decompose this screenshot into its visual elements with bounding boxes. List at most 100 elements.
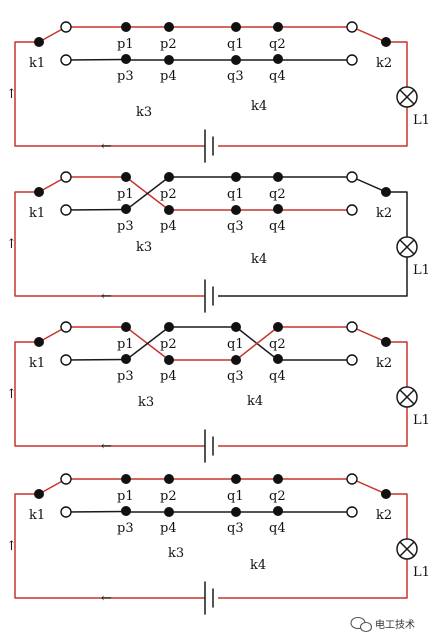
q2-label: q2	[269, 337, 286, 352]
q2-node	[273, 22, 283, 32]
p1-label: p1	[117, 37, 134, 52]
k3-cross-b	[125, 176, 170, 211]
k2-bottom-contact	[346, 506, 358, 518]
p1-label: p1	[117, 489, 134, 504]
k2-pivot-node	[381, 489, 391, 499]
p3-node	[121, 506, 131, 516]
q3-node	[231, 507, 241, 517]
lamp-cross-b	[399, 89, 415, 105]
k2-pivot-node	[381, 187, 391, 197]
watermark-text: 电工技术	[375, 618, 415, 631]
p4-label: p4	[160, 219, 177, 234]
q1-label: q1	[227, 489, 244, 504]
lamp-cross-b	[399, 389, 415, 405]
k2-lever	[351, 26, 387, 43]
p1-label: p1	[117, 187, 134, 202]
k2-lever	[351, 176, 387, 193]
p3-node	[121, 354, 131, 364]
p2-label: p2	[160, 37, 177, 52]
k3-label: k3	[136, 105, 152, 120]
lamp-cross-b	[399, 541, 415, 557]
k1-top-contact	[60, 321, 72, 333]
q4-node	[273, 506, 283, 516]
k2-pivot-node	[381, 337, 391, 347]
k1-pivot-node	[34, 37, 44, 47]
q4-label: q4	[269, 369, 286, 384]
bottom-wire-left	[65, 208, 126, 211]
q2-node	[273, 474, 283, 484]
p2-node	[164, 474, 174, 484]
q4-node	[273, 354, 283, 364]
k3-cross-b	[125, 326, 170, 361]
q1-label: q1	[227, 187, 244, 202]
k1-label: k1	[29, 56, 45, 71]
p2-label: p2	[160, 489, 177, 504]
k1-label: k1	[29, 206, 45, 221]
k1-pivot-node	[34, 489, 44, 499]
q2-node	[273, 172, 283, 182]
p2-node	[164, 322, 174, 332]
k2-label: k2	[376, 56, 392, 71]
arrow-up-icon: ↑	[6, 387, 17, 402]
p4-label: p4	[160, 69, 177, 84]
p3-node	[121, 204, 131, 214]
k2-bottom-contact	[346, 204, 358, 216]
watermark: 电工技术	[350, 616, 415, 633]
k1-bottom-contact	[60, 54, 72, 66]
lamp-label: L1	[413, 565, 430, 580]
k2-top-contact	[346, 21, 358, 33]
p2-node	[164, 172, 174, 182]
k2-bottom-contact	[346, 54, 358, 66]
p4-node	[164, 205, 174, 215]
p4-label: p4	[160, 521, 177, 536]
q1-label: q1	[227, 37, 244, 52]
k2-bottom-contact	[346, 354, 358, 366]
k2-pivot-node	[381, 37, 391, 47]
k4-label: k4	[251, 99, 267, 114]
k2-top-contact	[346, 321, 358, 333]
p1-node	[121, 322, 131, 332]
left-supply-wire	[14, 191, 205, 297]
q3-node	[231, 355, 241, 365]
p3-label: p3	[117, 521, 134, 536]
q1-node	[231, 22, 241, 32]
q3-label: q3	[227, 219, 244, 234]
p2-label: p2	[160, 337, 177, 352]
k3-label: k3	[136, 240, 152, 255]
q4-label: q4	[269, 521, 286, 536]
arrow-left-icon: ←	[101, 139, 112, 154]
arrow-left-icon: ←	[101, 439, 112, 454]
k2-label: k2	[376, 206, 392, 221]
k3-label: k3	[168, 546, 184, 561]
k2-top-contact	[346, 473, 358, 485]
left-supply-wire	[14, 341, 205, 447]
p4-label: p4	[160, 369, 177, 384]
lamp-icon	[396, 386, 418, 408]
k4-cross-b	[235, 326, 279, 361]
k1-bottom-contact	[60, 354, 72, 366]
p1-node	[121, 22, 131, 32]
p1-node	[121, 474, 131, 484]
q4-label: q4	[269, 69, 286, 84]
k2-top-contact	[346, 171, 358, 183]
q3-node	[231, 205, 241, 215]
bottom-wire-left	[65, 510, 126, 513]
k2-lever	[351, 326, 387, 343]
q1-node	[231, 474, 241, 484]
p4-node	[164, 355, 174, 365]
lamp-label: L1	[413, 113, 430, 128]
bottom-wire-left	[65, 358, 126, 361]
p2-node	[164, 22, 174, 32]
arrow-left-icon: ←	[101, 289, 112, 304]
q4-label: q4	[269, 219, 286, 234]
p2-label: p2	[160, 187, 177, 202]
q4-node	[273, 54, 283, 64]
lamp-cross-b	[399, 239, 415, 255]
k1-bottom-contact	[60, 506, 72, 518]
p3-node	[121, 54, 131, 64]
k2-label: k2	[376, 508, 392, 523]
